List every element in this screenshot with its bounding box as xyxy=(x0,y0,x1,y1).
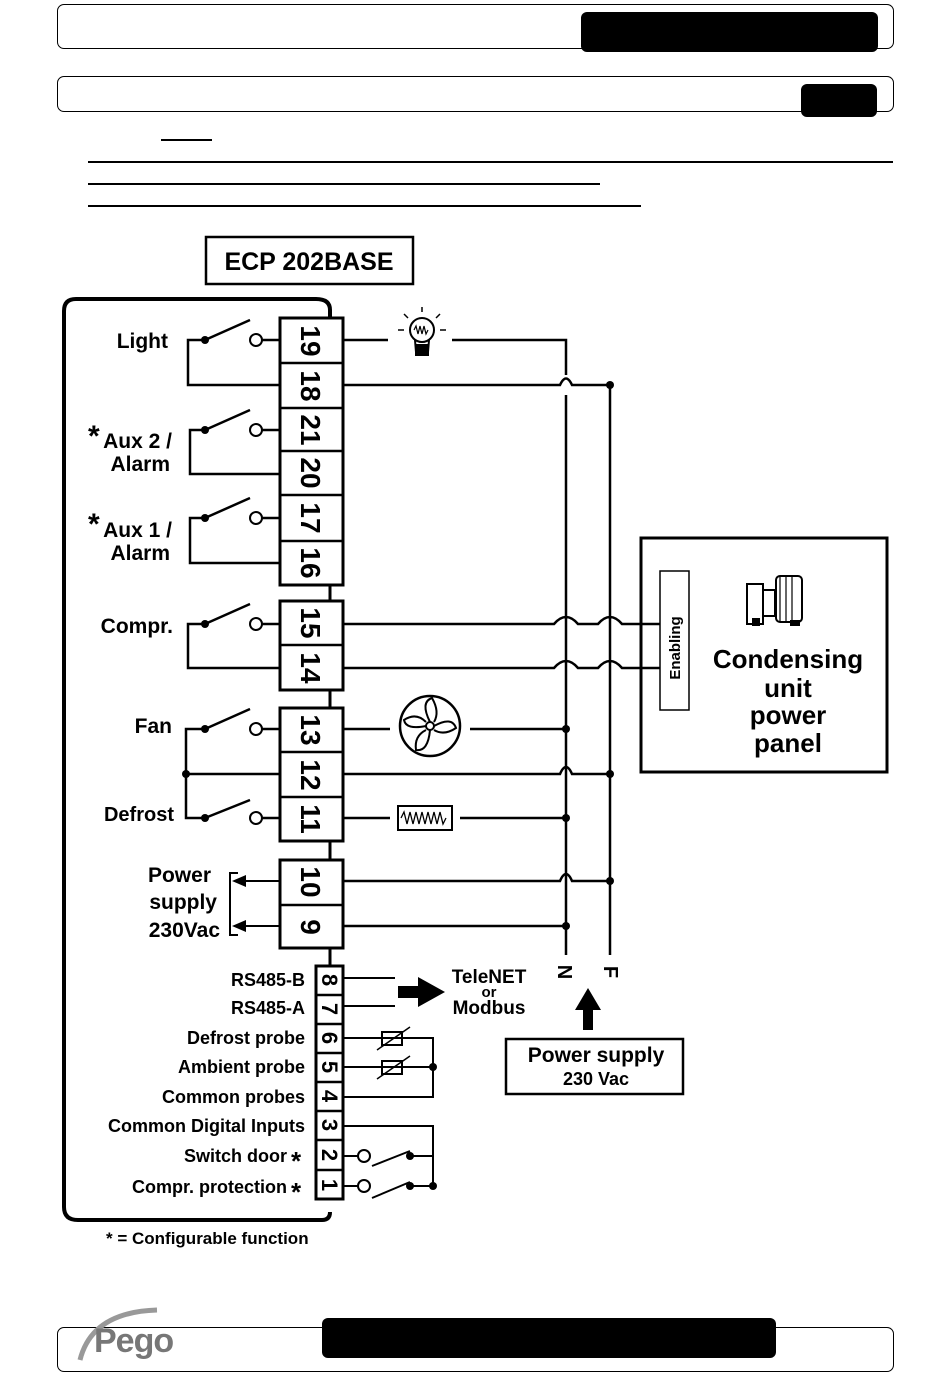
aux2-label-line2: Alarm xyxy=(110,453,170,476)
light-label: Light xyxy=(117,330,168,353)
aux1-asterisk: * xyxy=(88,508,100,541)
rs485b-label: RS485-B xyxy=(231,970,305,990)
pego-logo-swoosh xyxy=(77,1307,158,1361)
compr-protection-label: Compr. protection xyxy=(132,1177,287,1197)
model-title: ECP 202BASE xyxy=(224,248,393,276)
rs485a-label: RS485-A xyxy=(231,998,305,1018)
compr-label: Compr. xyxy=(101,615,173,638)
terminal-20: 20 xyxy=(295,457,326,488)
footer-bar xyxy=(322,1318,776,1358)
terminal-11: 11 xyxy=(295,804,326,834)
aux2-asterisk: * xyxy=(88,420,100,453)
aux2-label-line1: Aux 2 / xyxy=(103,430,172,453)
terminal-4: 4 xyxy=(317,1090,342,1103)
terminal-16: 16 xyxy=(295,547,326,578)
terminal-19: 19 xyxy=(295,325,326,356)
section-frame xyxy=(57,76,894,112)
cond-line2: unit xyxy=(764,673,812,703)
terminal-2: 2 xyxy=(317,1149,342,1161)
header-title-bar xyxy=(581,12,878,52)
terminal-18: 18 xyxy=(295,370,326,401)
terminal-5: 5 xyxy=(317,1061,342,1073)
power-label-line1: Power xyxy=(148,864,211,887)
terminal-21: 21 xyxy=(295,414,326,445)
terminal-8: 8 xyxy=(317,974,342,986)
compr-protection-asterisk: * xyxy=(291,1177,302,1207)
small-terminal-numbers: 8 7 6 5 4 3 2 1 xyxy=(317,974,342,1191)
cond-line4: panel xyxy=(754,728,822,758)
defrost-probe-label: Defrost probe xyxy=(187,1028,305,1048)
rule-2 xyxy=(88,183,600,185)
terminal-10: 10 xyxy=(295,866,326,897)
terminal-3: 3 xyxy=(317,1119,342,1131)
terminal-6: 6 xyxy=(317,1032,342,1044)
enabling-label: Enabling xyxy=(667,616,684,679)
terminal-15: 15 xyxy=(295,607,326,638)
terminal-7: 7 xyxy=(317,1003,342,1015)
power-label-line3: 230Vac xyxy=(149,919,221,942)
cond-line1: Condensing xyxy=(713,644,863,674)
rule-3 xyxy=(88,205,641,207)
or-label: or xyxy=(482,984,497,1001)
f-label: F xyxy=(599,966,621,978)
switch-door-label: Switch door xyxy=(184,1146,287,1166)
modbus-label: Modbus xyxy=(453,998,526,1019)
terminal-14: 14 xyxy=(295,652,326,684)
pego-logo: Pego xyxy=(94,1322,174,1360)
cond-line3: power xyxy=(750,700,827,730)
n-label: N xyxy=(553,965,575,979)
telenet-label: TeleNET xyxy=(452,967,527,988)
aux1-label-line1: Aux 1 / xyxy=(103,519,172,542)
terminal-numbers: 19 18 21 20 17 16 15 14 13 12 11 10 9 xyxy=(295,325,326,934)
terminal-13: 13 xyxy=(295,714,326,745)
terminal-17: 17 xyxy=(295,502,326,533)
rule-1 xyxy=(88,161,893,163)
section-tab xyxy=(801,84,877,117)
terminal-1: 1 xyxy=(317,1179,342,1191)
footnote: * = Configurable function xyxy=(106,1229,309,1248)
terminal-9: 9 xyxy=(295,919,326,935)
aux1-label-line2: Alarm xyxy=(110,542,170,565)
switch-door-asterisk: * xyxy=(291,1146,302,1176)
rule-short xyxy=(161,139,212,141)
ambient-probe-label: Ambient probe xyxy=(178,1057,305,1077)
defrost-label: Defrost xyxy=(104,804,174,826)
common-probes-label: Common probes xyxy=(162,1087,305,1107)
terminal-12: 12 xyxy=(295,759,326,790)
fan-label: Fan xyxy=(135,715,172,738)
ps-box-line1: Power supply xyxy=(528,1044,665,1067)
ps-box-line2: 230 Vac xyxy=(563,1069,629,1089)
power-label-line2: supply xyxy=(149,891,217,914)
common-digital-label: Common Digital Inputs xyxy=(108,1116,305,1136)
